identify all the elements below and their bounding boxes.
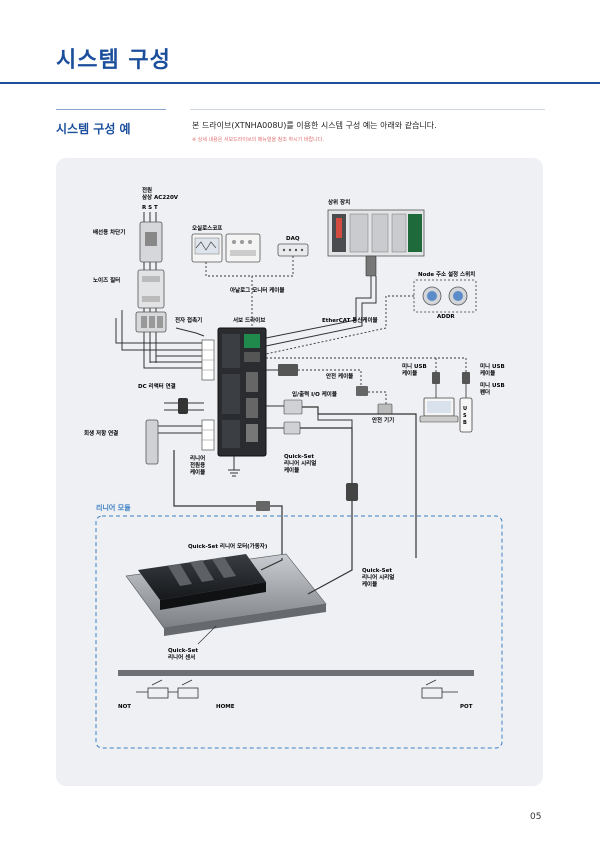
node-address-switch: Node 주소 설정 스위치 ADDR [413,270,477,320]
regen-resistor-label: 회생 저항 연결 [84,429,118,437]
usb-letter: S [463,413,467,419]
svg-text:케이블: 케이블 [362,580,377,588]
node-switch-label: Node 주소 설정 스위치 [418,270,475,278]
svg-text:케이블: 케이블 [480,369,495,377]
dc-reactor: DC 리액터 연결 [138,382,188,414]
linear-power-connector [256,501,270,511]
linear-module: 리니어 모듈 Quick-Set 리니어 모터(가동자) Quick-Set 리… [95,503,503,749]
page-title: 시스템 구성 [56,48,171,73]
diagram-panel: 전원 삼상 AC220V R S T 배선용 차단기 노이즈 필터 전자 접촉기 [56,158,543,786]
node-switch-link [265,295,414,355]
analog-cable-label: 아날로그 모니터 케이블 [230,286,284,294]
safety-cable-label: 안전 케이블 [326,372,353,380]
rst-label: R S T [142,205,158,211]
mini-usb-area: 미니 USB 케이블 미니 USB 케이블 미니 USB 펜더 U S B [266,357,505,433]
oscilloscope: 오실로스코프 [191,224,261,263]
breaker: 배선용 차단기 [93,221,163,263]
noise-filter-label: 노이즈 필터 [93,276,120,284]
linear-power-cable-label: 리니어 전원용 케이블 [190,454,205,476]
system-diagram: 전원 삼상 AC220V R S T 배선용 차단기 노이즈 필터 전자 접촉기 [84,186,505,749]
oscilloscope-label: 오실로스코프 [192,224,222,232]
terminal-block-lower [201,419,215,451]
not-label: NOT [118,704,131,710]
power-spec-label: 삼상 AC220V [142,193,179,201]
io-cable-group: 입/출력 I/O 케이블 [266,390,353,440]
linear-power-cable-to-module [270,505,283,558]
ground-symbol [228,456,240,477]
svg-text:리니어 센서: 리니어 센서 [168,653,195,661]
section-title: 시스템 구성 예 [56,122,131,136]
safety-device-label: 안전 기기 [372,416,394,424]
upper-device-label: 상위 장치 [328,198,350,206]
usb-letter: B [463,420,467,426]
svg-text:리니어 시리얼: 리니어 시리얼 [284,459,316,467]
addr-label: ADDR [437,314,455,320]
title-rule [0,82,600,84]
power-label-group: 전원 삼상 AC220V R S T [142,186,179,211]
servo-drive: 서보 드라이브 [217,316,267,457]
terminal-block-upper [201,339,215,381]
svg-text:케이블: 케이블 [402,369,417,377]
io-cable-label: 입/출력 I/O 케이블 [292,390,337,398]
svg-text:리니어 시리얼: 리니어 시리얼 [362,573,394,581]
svg-text:전원용: 전원용 [190,461,205,469]
ethercat-cable [265,276,377,347]
svg-text:케이블: 케이블 [190,468,205,476]
mini-usb-cable-right-label: 미니 USB [480,362,505,370]
svg-text:펜더: 펜더 [480,388,490,396]
mini-usb-pendant-label: 미니 USB [480,381,505,389]
page-number: 05 [530,812,542,822]
ethercat-connector [365,255,377,277]
power-label: 전원 [142,186,152,194]
noise-filter: 노이즈 필터 [93,269,165,309]
module-serial-cable-label: Quick-Set [362,568,392,574]
dc-reactor-label: DC 리액터 연결 [138,382,176,390]
section-rule [190,109,545,110]
ethercat-cable-label: EtherCAT 통신케이블 [322,316,378,324]
daq: DAQ [277,236,309,257]
linear-power-cable [173,450,256,507]
home-label: HOME [216,704,235,710]
daq-label: DAQ [286,236,300,242]
svg-text:리니어: 리니어 [190,454,205,462]
note-text: ※ 상세 내용은 서보드라이브의 매뉴얼을 참조 하시기 바랍니다. [192,137,324,143]
linear-sensor-label: Quick-Set [168,648,198,654]
pot-label: POT [460,704,473,710]
serial-cable-label: Quick-Set [284,454,314,460]
contactor-label: 전자 접촉기 [175,316,202,324]
contactor: 전자 접촉기 [135,311,202,333]
safety-cable-group: 안전 케이블 안전 기기 [266,364,394,424]
breaker-label: 배선용 차단기 [93,228,125,236]
linear-module-label: 리니어 모듈 [96,503,131,512]
servo-drive-label: 서보 드라이브 [233,316,265,324]
linear-motor-label: Quick-Set 리니어 모터(가동자) [188,542,268,550]
upper-device: 상위 장치 [327,198,425,257]
usb-letter: U [463,406,467,412]
serial-cable-group: Quick-Set 리니어 시리얼 케이블 [266,421,358,558]
intro-text: 본 드라이브(XTNHA008U)를 이용한 시스템 구성 예는 아래와 같습니… [192,121,437,130]
svg-text:케이블: 케이블 [284,466,299,474]
regen-resistor: 회생 저항 연결 [84,419,159,465]
analog-monitor-cable [205,256,294,328]
section-rule [56,109,166,110]
mini-usb-cable-left-label: 미니 USB [402,362,427,370]
io-long-cable [302,406,417,558]
